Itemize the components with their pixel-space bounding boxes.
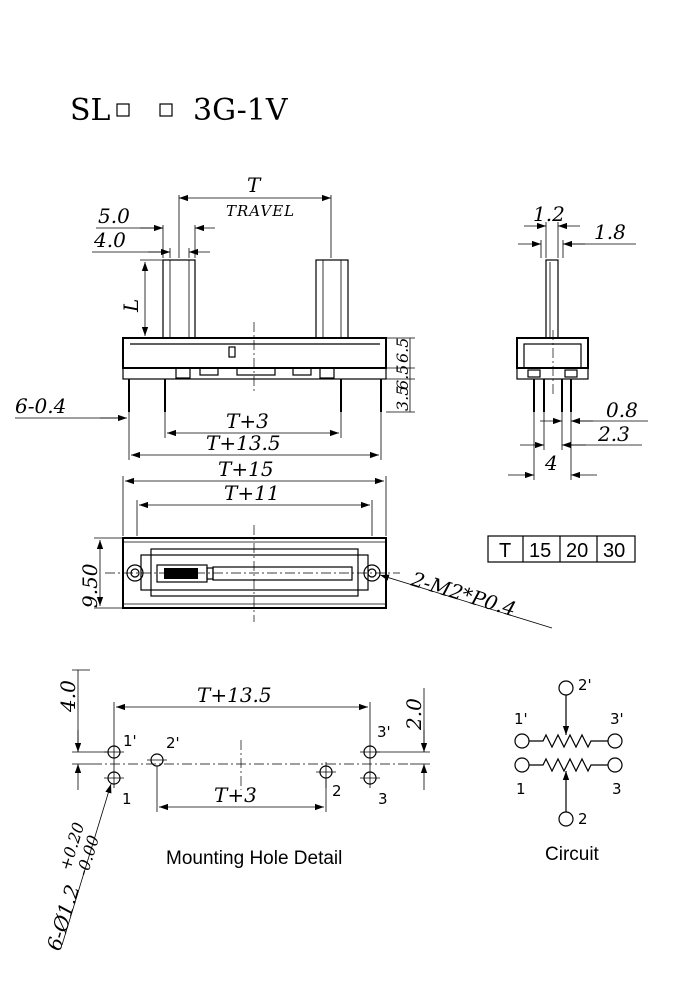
- dim-screw-thread: 2-M2*P0.4: [408, 567, 519, 622]
- title-blank-box-2: [159, 103, 173, 117]
- title-suffix: 3G-1V: [193, 93, 289, 128]
- dim-L: L: [119, 299, 143, 313]
- dim-T-plus-13-5: T+13.5: [206, 431, 281, 455]
- dim-0-8: 0.8: [606, 398, 638, 422]
- circuit-diagram: 2' 1' 3' 1 3 2 Circuit: [514, 676, 624, 865]
- mount-pin-3: 3: [378, 790, 388, 808]
- front-body: [122, 337, 387, 369]
- front-view: T TRAVEL 5.0 4.0 L 6.5 6.5 3.5 6-0.4: [15, 173, 415, 460]
- slider-slot: [212, 566, 353, 581]
- dim-pin-size: 6-0.4: [15, 394, 66, 418]
- mount-pin-1: 1: [122, 790, 132, 808]
- mount-dim-2-0: 2.0: [402, 698, 426, 731]
- dim-9-50: 9.50: [78, 563, 102, 608]
- table-value-3: 30: [603, 540, 625, 562]
- circuit-pin-2: 2: [578, 810, 588, 828]
- mount-dim-T-plus-13-5: T+13.5: [197, 683, 272, 707]
- resistor-upper: [529, 733, 608, 749]
- side-view: 1.2 1.8 0.8 2.3 4: [508, 202, 648, 480]
- terminal-3p: [607, 733, 623, 749]
- dim-2-3: 2.3: [597, 422, 630, 446]
- dim-1-8: 1.8: [594, 220, 626, 244]
- terminal-2p: [558, 680, 574, 696]
- dim-3-5: 3.5: [393, 386, 412, 411]
- dim-6-5-lower: 6.5: [393, 365, 412, 390]
- dim-T-plus-11: T+11: [224, 481, 280, 505]
- dim-travel-T: T: [247, 173, 262, 197]
- terminal-1: [514, 757, 530, 773]
- terminal-3: [607, 757, 623, 773]
- circuit-pin-3: 3: [612, 780, 622, 798]
- part-title: SL 3G-1V: [70, 93, 289, 128]
- terminal-1p: [514, 733, 530, 749]
- table-value-1: 15: [529, 540, 551, 562]
- mount-dim-4-0: 4.0: [56, 680, 80, 713]
- table-header-T: T: [499, 540, 511, 562]
- terminal-2: [558, 811, 574, 827]
- mount-hole-spec: 6-Ø1.2: [42, 882, 85, 954]
- side-lever: [545, 259, 559, 339]
- circuit-caption: Circuit: [545, 844, 600, 865]
- lever-right: [315, 259, 349, 339]
- travel-table: T 15 20 30: [487, 535, 636, 563]
- dim-T-plus-3: T+3: [226, 409, 269, 433]
- top-view: T+15 T+11 9.50 2-M2*P0.4: [78, 457, 553, 629]
- side-body: [516, 337, 589, 369]
- dim-T-plus-15: T+15: [218, 457, 274, 481]
- title-blank-box-1: [116, 103, 130, 117]
- dim-travel-word: TRAVEL: [226, 202, 295, 220]
- dim-5-0: 5.0: [98, 204, 130, 228]
- title-prefix: SL: [70, 93, 111, 128]
- mount-caption: Mounting Hole Detail: [166, 848, 342, 869]
- mount-pin-1p: 1': [123, 732, 137, 750]
- table-value-2: 20: [566, 540, 588, 562]
- lever-left: [162, 259, 196, 339]
- dim-4-0: 4.0: [93, 228, 126, 252]
- mount-pin-2: 2: [332, 782, 342, 800]
- mount-pin-2p: 2': [166, 734, 180, 752]
- resistor-lower: [529, 757, 608, 773]
- circuit-pin-2p: 2': [578, 676, 592, 694]
- travel-table-frame: [487, 535, 636, 563]
- circuit-pin-1p: 1': [514, 710, 528, 728]
- dim-6-5-upper: 6.5: [393, 338, 412, 363]
- dim-1-2: 1.2: [533, 202, 565, 226]
- circuit-pin-3p: 3': [610, 710, 624, 728]
- dim-4: 4: [544, 451, 558, 475]
- mount-dim-T-plus-3: T+3: [214, 783, 257, 807]
- circuit-pin-1: 1: [516, 780, 526, 798]
- mounting-hole-detail: 4.0 2.0 T+13.5 T+3 6-Ø1.2 +0.20 -0.00 1'…: [42, 669, 430, 954]
- mount-pin-3p: 3': [377, 723, 391, 741]
